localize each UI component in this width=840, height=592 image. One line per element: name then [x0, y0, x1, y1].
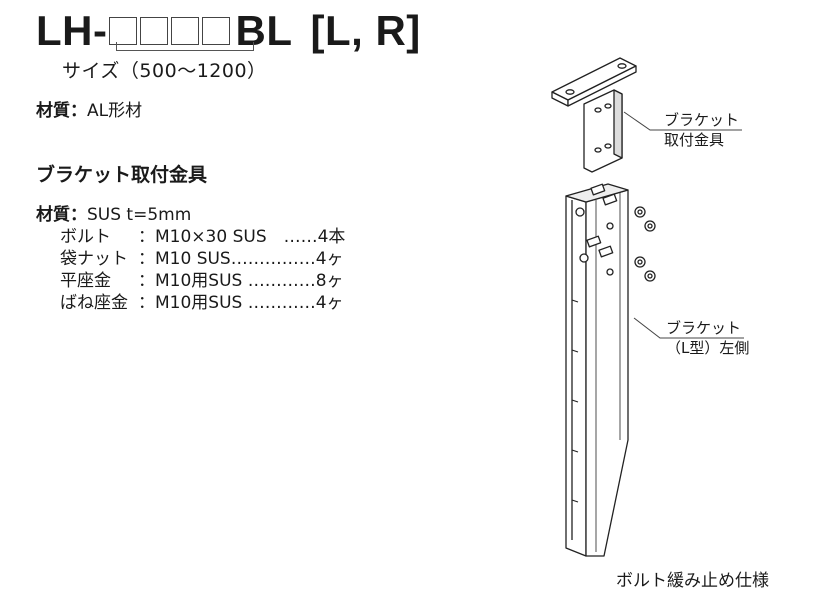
bracket-material-value: SUS t=5mm [87, 205, 192, 225]
l-bracket-drawing [565, 183, 629, 557]
placeholder-box [202, 17, 231, 45]
washers-drawing [634, 206, 656, 282]
title-variant: [L, R] [310, 7, 421, 54]
part-spec: ：M10用SUS …………8ヶ [138, 271, 344, 291]
callout-l-bracket: ブラケット （L型）左側 [666, 318, 749, 358]
part-spec: ：M10×30 SUS ……4本 [138, 227, 346, 247]
part-row: 袋ナット ：M10 SUS……………4ヶ [60, 248, 345, 270]
bracket-section-heading: ブラケット取付金具 [36, 164, 208, 186]
part-name: 袋ナット [60, 249, 128, 269]
size-placeholder-boxes [109, 17, 233, 45]
callout-mounting-bracket: ブラケット 取付金具 [664, 110, 739, 150]
bolts-drawing [575, 183, 618, 276]
material-line: 材質：AL形材 [36, 96, 142, 121]
callout-left-line2: （L型）左側 [666, 339, 750, 357]
anti-loosening-note: ボルト緩み止め仕様 [616, 571, 769, 591]
title-prefix: LH- [36, 7, 108, 54]
part-spec: ：M10 SUS……………4ヶ [138, 249, 344, 269]
part-row: 平座金 ：M10用SUS …………8ヶ [60, 270, 345, 292]
bracket-material-line: 材質：SUS t=5mm [36, 200, 191, 225]
part-spec: ：M10用SUS …………4ヶ [138, 293, 344, 313]
part-name: 平座金 [60, 271, 111, 291]
size-range-label: サイズ（500〜1200） [62, 60, 267, 82]
leader-line-top [623, 111, 742, 131]
part-name: ばね座金 [60, 293, 128, 313]
material-label: 材質： [36, 101, 87, 121]
mounting-bracket-drawing [551, 57, 637, 173]
part-row: ボルト ：M10×30 SUS ……4本 [60, 226, 345, 248]
callout-top-line1: ブラケット [664, 111, 740, 129]
title-suffix: BL [235, 7, 293, 54]
size-bracket-line [116, 42, 254, 51]
part-name: ボルト [60, 227, 111, 247]
leader-line-left [633, 317, 744, 339]
placeholder-box [171, 17, 200, 45]
material-value: AL形材 [87, 101, 143, 121]
placeholder-box [109, 17, 138, 45]
placeholder-box [140, 17, 169, 45]
parts-list: ボルト：M10×30 SUS ……4本 袋ナット：M10 SUS……………4ヶ … [60, 226, 345, 314]
part-row: ばね座金 ：M10用SUS …………4ヶ [60, 292, 345, 314]
callout-left-line1: ブラケット [666, 319, 742, 337]
bracket-material-label: 材質： [36, 205, 87, 225]
callout-top-line2: 取付金具 [664, 131, 725, 149]
product-code-title: LH- BL [L, R] [36, 6, 421, 56]
